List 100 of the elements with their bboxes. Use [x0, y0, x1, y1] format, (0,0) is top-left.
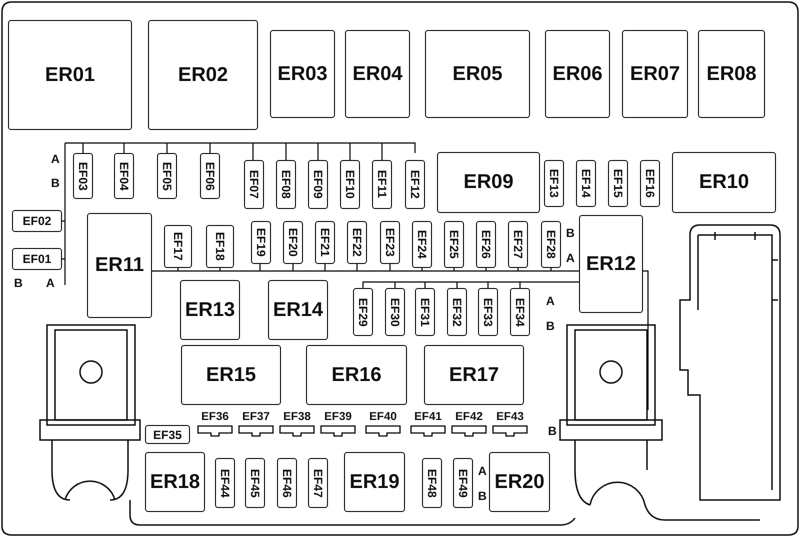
- fuse-box: [544, 160, 564, 207]
- relay-box: [87, 213, 152, 318]
- fuse-label: EF08: [279, 170, 293, 199]
- relay-box: [672, 152, 776, 213]
- fuse-label: EF23: [383, 228, 397, 257]
- relay-box: [345, 30, 410, 118]
- fuse-box: [422, 458, 442, 508]
- fuse-label: ER03: [277, 62, 328, 86]
- fuse-label: EF22: [350, 228, 364, 257]
- terminal-letter: B: [51, 176, 60, 190]
- fuse-label: EF40: [369, 411, 397, 424]
- fuse-box: [308, 160, 328, 209]
- fuse-box: [478, 288, 498, 336]
- fuse-label: ER10: [698, 171, 750, 194]
- fuse-label: EF16: [643, 169, 657, 198]
- relay-box: [181, 345, 281, 405]
- fuse-label: EF25: [447, 230, 461, 259]
- fuse-label: ER15: [206, 364, 256, 386]
- fuse-box: [251, 221, 271, 264]
- fuse-label: EF07: [247, 170, 261, 199]
- terminal-letter: B: [546, 319, 555, 333]
- fuse-label: EF33: [481, 298, 495, 326]
- relay-box: [268, 280, 328, 340]
- fuse-label: EF36: [201, 411, 229, 424]
- terminal-letter: A: [478, 464, 487, 478]
- fuse-label: ER13: [184, 298, 236, 322]
- fuse-box: [12, 248, 62, 270]
- fuse-label: EF42: [455, 411, 483, 424]
- fuse-label: ER02: [178, 64, 228, 86]
- fuse-label: EF26: [479, 230, 493, 259]
- fuse-label: EF34: [513, 298, 527, 326]
- fuse-box: [206, 225, 234, 268]
- fuse-box: [415, 288, 435, 336]
- fuse-label: EF30: [388, 298, 402, 326]
- terminal-letter: A: [546, 294, 555, 308]
- fuse-box: [412, 221, 432, 268]
- relay-box: [306, 345, 407, 405]
- fuse-label: EF47: [311, 468, 325, 498]
- fuse-label: ER16: [331, 364, 382, 386]
- fuse-label: EF06: [203, 162, 217, 190]
- fuse-box: [380, 221, 400, 264]
- fuse-label: EF39: [324, 411, 352, 424]
- fuse-box: [308, 458, 328, 508]
- fuse-label: EF12: [408, 170, 422, 199]
- fuse-box: [283, 221, 303, 264]
- terminal-letter: B: [14, 276, 23, 290]
- fuse-label: EF13: [547, 169, 561, 198]
- fuse-label: EF01: [22, 252, 52, 266]
- fuse-label: ER09: [463, 171, 514, 194]
- relay-box: [270, 30, 335, 118]
- fuse-box: [315, 221, 335, 264]
- fuse-label: ER04: [352, 62, 403, 86]
- fuse-label: ER07: [630, 62, 680, 86]
- fuse-label: EF31: [418, 298, 432, 326]
- fuse-label: EF41: [414, 411, 442, 424]
- fuse-label: EF45: [248, 468, 262, 498]
- relay-box: [698, 30, 765, 118]
- fuse-label: EF28: [544, 230, 558, 259]
- fuse-label: EF27: [511, 230, 525, 259]
- relay-box: [344, 452, 405, 512]
- fuse-label: EF44: [218, 468, 232, 498]
- fuse-box: [276, 160, 296, 209]
- fuse-box: [508, 221, 528, 268]
- fuse-box: [340, 160, 360, 209]
- fuse-box: [215, 458, 235, 508]
- terminal-letter: B: [478, 489, 487, 503]
- relay-box: [622, 30, 688, 118]
- fuse-label: ER19: [349, 470, 400, 494]
- fuse-label: ER11: [95, 254, 144, 277]
- fuse-label: EF21: [318, 228, 332, 257]
- fuse-box: [277, 458, 297, 508]
- fuse-label: EF29: [356, 298, 370, 326]
- terminal-letter: A: [46, 276, 55, 290]
- fuse-box: [576, 160, 596, 207]
- fuse-label: EF03: [76, 162, 90, 190]
- fuse-label: EF02: [22, 214, 52, 228]
- relay-box: [180, 280, 240, 340]
- fuse-label: EF24: [415, 230, 429, 259]
- relay-box: [424, 345, 524, 405]
- relay-box: [545, 30, 610, 118]
- fuse-box: [510, 288, 530, 336]
- fuse-box: [12, 210, 62, 232]
- relay-box: [579, 215, 643, 313]
- fuse-label: ER05: [452, 62, 503, 86]
- relay-box: [437, 152, 540, 213]
- fuse-box: [114, 153, 134, 199]
- fuse-label: ER20: [494, 470, 545, 494]
- relay-box: [148, 20, 258, 130]
- fuse-label: EF43: [496, 411, 524, 424]
- relay-box: [489, 452, 550, 512]
- fuse-label: EF05: [160, 162, 174, 190]
- fuse-label: ER08: [706, 62, 757, 86]
- fuse-box: [353, 288, 373, 336]
- terminal-letter: B: [566, 226, 575, 240]
- fuse-label: EF09: [311, 170, 325, 199]
- fuse-label: ER01: [44, 64, 96, 86]
- relay-box: [145, 452, 205, 512]
- fuse-label: EF18: [213, 232, 227, 261]
- fuse-label: ER17: [448, 364, 500, 386]
- terminal-letter: A: [51, 152, 60, 166]
